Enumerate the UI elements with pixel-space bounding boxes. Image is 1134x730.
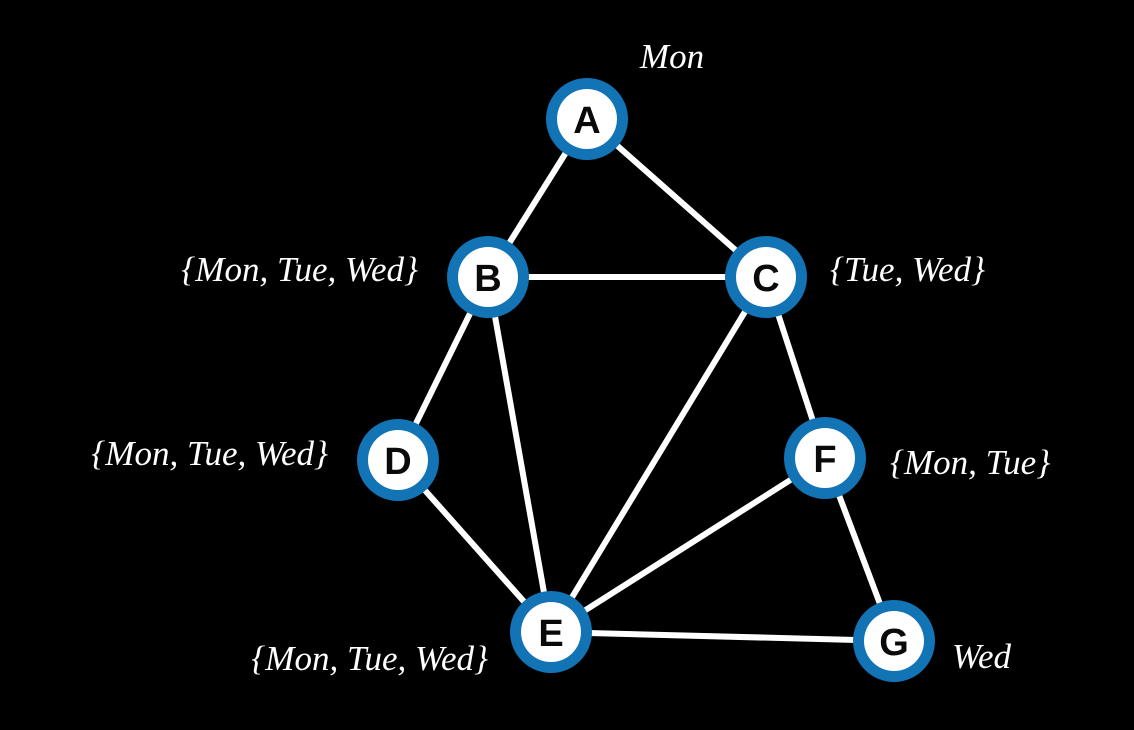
node-C-core xyxy=(736,247,796,307)
node-C-letter: C xyxy=(752,258,779,300)
edge-C-E xyxy=(548,274,769,635)
node-G-letter: G xyxy=(879,622,909,664)
node-F-domain-label: {Mon, Tue} xyxy=(890,443,1050,482)
node-A-letter: A xyxy=(573,100,600,142)
labels-layer: Mon {Mon, Tue, Wed} {Tue, Wed} {Mon, Tue, W… xyxy=(91,37,1050,678)
edges-layer xyxy=(395,116,897,644)
node-E-core xyxy=(521,602,581,662)
node-D-domain-label: {Mon, Tue, Wed} xyxy=(91,434,328,473)
node-D: D xyxy=(357,419,439,501)
edge-E-G xyxy=(548,629,897,644)
node-F-core xyxy=(795,428,855,488)
node-B-domain-label: {Mon, Tue, Wed} xyxy=(181,250,418,289)
node-G-domain-label: Wed xyxy=(952,637,1011,676)
node-A: A xyxy=(546,78,628,160)
node-G-core xyxy=(864,611,924,671)
node-A-domain-label: Mon xyxy=(639,37,704,76)
edge-E-F xyxy=(548,455,828,635)
node-D-core xyxy=(368,430,428,490)
edge-B-E xyxy=(485,274,554,635)
node-F: F xyxy=(784,417,866,499)
node-B: B xyxy=(447,236,529,318)
node-E-letter: E xyxy=(538,613,563,655)
node-A-core xyxy=(557,89,617,149)
nodes-layer: A B C D E F G xyxy=(357,78,935,682)
node-E-domain-label: {Mon, Tue, Wed} xyxy=(251,639,488,678)
node-C: C xyxy=(725,236,807,318)
node-G: G xyxy=(853,600,935,682)
node-E: E xyxy=(510,591,592,673)
node-B-letter: B xyxy=(474,258,501,300)
node-C-domain-label: {Tue, Wed} xyxy=(830,250,985,289)
node-F-letter: F xyxy=(813,439,836,481)
node-B-core xyxy=(458,247,518,307)
node-D-letter: D xyxy=(384,441,411,483)
